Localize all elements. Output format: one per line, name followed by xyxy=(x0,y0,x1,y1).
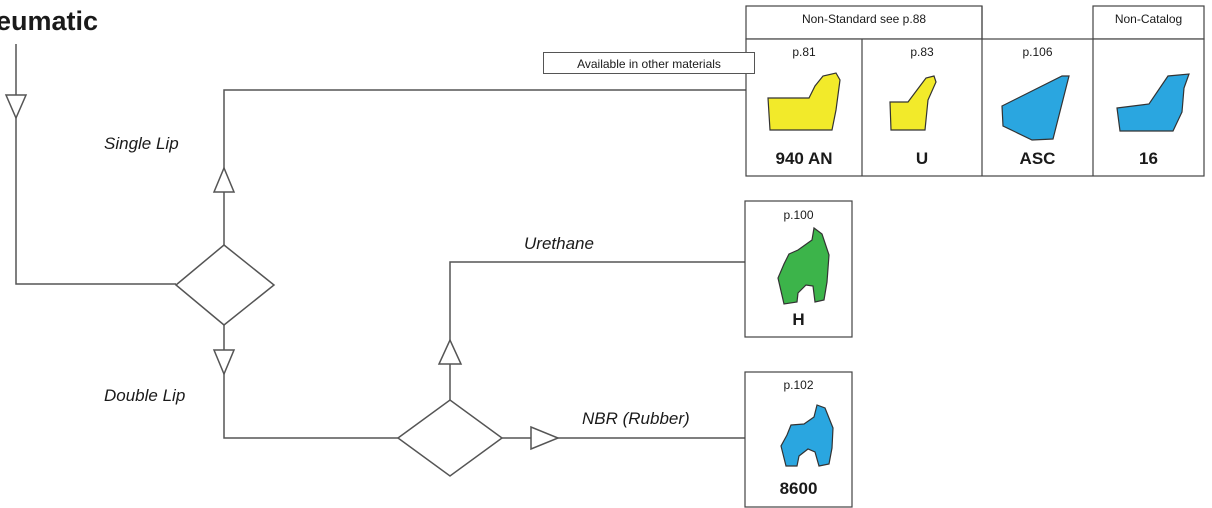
seal-profile-940an xyxy=(767,72,841,131)
seal-page-8600: p.102 xyxy=(783,378,814,392)
seal-name-8600: 8600 xyxy=(779,479,818,498)
arrow-down-double-lip xyxy=(212,349,236,376)
seal-name-940an: 940 AN xyxy=(775,149,833,168)
branch-label-double-lip: Double Lip xyxy=(104,386,186,405)
seal-page-h: p.100 xyxy=(783,208,814,222)
seal-profile-16 xyxy=(1116,73,1190,132)
seal-profile-h xyxy=(777,226,830,305)
seal-name-asc: ASC xyxy=(1019,149,1056,168)
seal-profile-8600 xyxy=(780,404,834,467)
seal-name-h: H xyxy=(792,310,805,329)
header-non-catalog: Non-Catalog xyxy=(1114,12,1183,26)
branch-label-urethane: Urethane xyxy=(524,234,594,253)
seal-name-16: 16 xyxy=(1139,149,1158,168)
branch-label-single-lip: Single Lip xyxy=(104,134,179,153)
seal-name-u: U xyxy=(915,149,929,168)
arrow-up-urethane xyxy=(437,338,463,365)
page-title: eumatic xyxy=(0,6,99,36)
connector-single-lip xyxy=(223,89,746,245)
connector-main xyxy=(15,44,176,285)
seal-page-940an: p.81 xyxy=(792,45,816,59)
seal-page-u: p.83 xyxy=(910,45,934,59)
connector-double-lip xyxy=(223,325,398,439)
seal-profile-asc xyxy=(1001,75,1070,141)
arrow-right-nbr xyxy=(530,425,560,451)
connector-urethane xyxy=(449,261,745,400)
materials-note: Available in other materials xyxy=(543,52,755,74)
header-non-catalog-box xyxy=(1092,5,1205,40)
decision-diamond-lip xyxy=(174,244,276,326)
decision-diamond-material xyxy=(396,399,504,477)
seal-page-asc: p.106 xyxy=(1022,45,1053,59)
arrow-down-main xyxy=(4,94,28,120)
seal-profile-u xyxy=(889,75,937,131)
arrow-up-single-lip xyxy=(212,166,236,193)
header-non-standard: Non-Standard see p.88 xyxy=(801,12,927,26)
branch-label-nbr: NBR (Rubber) xyxy=(582,409,690,428)
